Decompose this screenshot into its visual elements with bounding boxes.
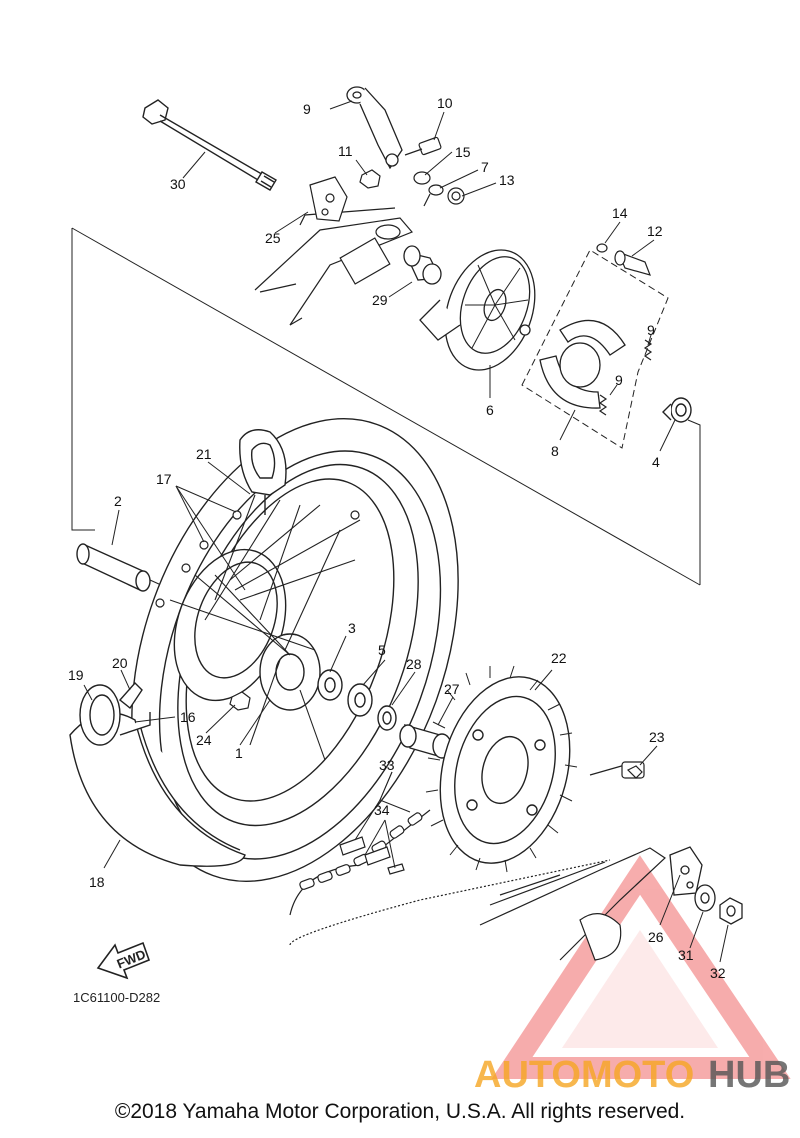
callout-17: 16 bbox=[180, 709, 196, 725]
swing-arm-bottom bbox=[479, 847, 666, 961]
callout-10: 9 bbox=[303, 101, 311, 117]
callout-14: 13 bbox=[499, 172, 515, 188]
callout-8: 8 bbox=[551, 443, 559, 459]
hub-bearings bbox=[317, 669, 397, 731]
callout-19: 18 bbox=[89, 874, 105, 890]
callout-20: 19 bbox=[68, 667, 84, 683]
brake-panel bbox=[419, 249, 536, 371]
leader-lines bbox=[83, 100, 729, 963]
callout-11: 10 bbox=[437, 95, 453, 111]
fwd-arrow-icon: FWD bbox=[96, 941, 151, 980]
callout-21: 20 bbox=[112, 655, 128, 671]
callout-18: 17 bbox=[156, 471, 172, 487]
spoke-nipples bbox=[155, 510, 360, 608]
mud-guard bbox=[69, 712, 246, 867]
brake-arm-bolt bbox=[404, 136, 442, 156]
watermark-part2: HUB bbox=[708, 1054, 790, 1096]
callout-33: 32 bbox=[710, 965, 726, 981]
copyright-footer: ©2018 Yamaha Motor Corporation, U.S.A. A… bbox=[114, 1100, 686, 1123]
sprocket-collar bbox=[399, 724, 452, 759]
callout-23: 22 bbox=[551, 650, 567, 666]
brake-springs bbox=[598, 339, 653, 416]
rim-lock bbox=[239, 429, 287, 515]
watermark-part1: AUTOMOTO bbox=[474, 1054, 694, 1096]
callout-13: 12 bbox=[647, 223, 663, 239]
callout-9-lower: 9 bbox=[615, 372, 623, 388]
callout-24: 23 bbox=[649, 729, 665, 745]
brake-shoes bbox=[539, 319, 626, 409]
callout-5: 5 bbox=[378, 642, 386, 658]
brake-cam bbox=[596, 243, 651, 276]
callout-2: 2 bbox=[114, 493, 122, 509]
callout-31: 30 bbox=[170, 176, 186, 192]
callout-12: 11 bbox=[338, 143, 353, 159]
diagram-code: 1C61100-D282 bbox=[73, 990, 160, 1005]
callout-15: 14 bbox=[612, 205, 628, 221]
axle-bolt bbox=[142, 99, 277, 191]
brake-arm-nut bbox=[359, 169, 381, 189]
bearing-seal bbox=[662, 397, 692, 423]
spacer bbox=[76, 543, 151, 592]
small-washers bbox=[413, 171, 465, 207]
callout-labels: 9 10 11 15 7 13 14 12 25 30 29 6 9 9 8 4… bbox=[68, 95, 726, 981]
brake-arm bbox=[346, 86, 403, 170]
callout-25: 24 bbox=[196, 732, 212, 748]
chain-puller bbox=[79, 681, 151, 746]
watermark-text: AUTOMOTO HUB bbox=[474, 1054, 790, 1096]
collar bbox=[403, 245, 442, 285]
callout-27: 26 bbox=[648, 929, 664, 945]
callout-29: 28 bbox=[406, 656, 422, 672]
rear-sprocket bbox=[425, 665, 578, 873]
swing-arm-top bbox=[254, 207, 413, 326]
callout-6: 6 bbox=[486, 402, 494, 418]
callout-28: 27 bbox=[444, 681, 460, 697]
callout-3: 3 bbox=[348, 620, 356, 636]
callout-34: 33 bbox=[379, 757, 395, 773]
callout-1: 1 bbox=[235, 745, 243, 761]
sprocket-bolt bbox=[589, 761, 645, 779]
callout-22: 21 bbox=[196, 446, 212, 462]
callout-30: 29 bbox=[372, 292, 388, 308]
watermark-logo bbox=[491, 855, 791, 1079]
drive-chain bbox=[289, 809, 611, 946]
callout-26: 25 bbox=[265, 230, 281, 246]
callout-7: 7 bbox=[481, 159, 489, 175]
callout-35: 34 bbox=[374, 802, 390, 818]
chain-adjuster-left bbox=[309, 176, 348, 222]
rear-wheel bbox=[131, 418, 459, 882]
callout-32: 31 bbox=[678, 947, 694, 963]
brake-shoe-group-box bbox=[521, 249, 669, 449]
callout-16: 15 bbox=[455, 144, 471, 160]
callout-4: 4 bbox=[652, 454, 660, 470]
callout-9-upper: 9 bbox=[647, 322, 655, 338]
chain-adjuster-right bbox=[669, 846, 743, 925]
